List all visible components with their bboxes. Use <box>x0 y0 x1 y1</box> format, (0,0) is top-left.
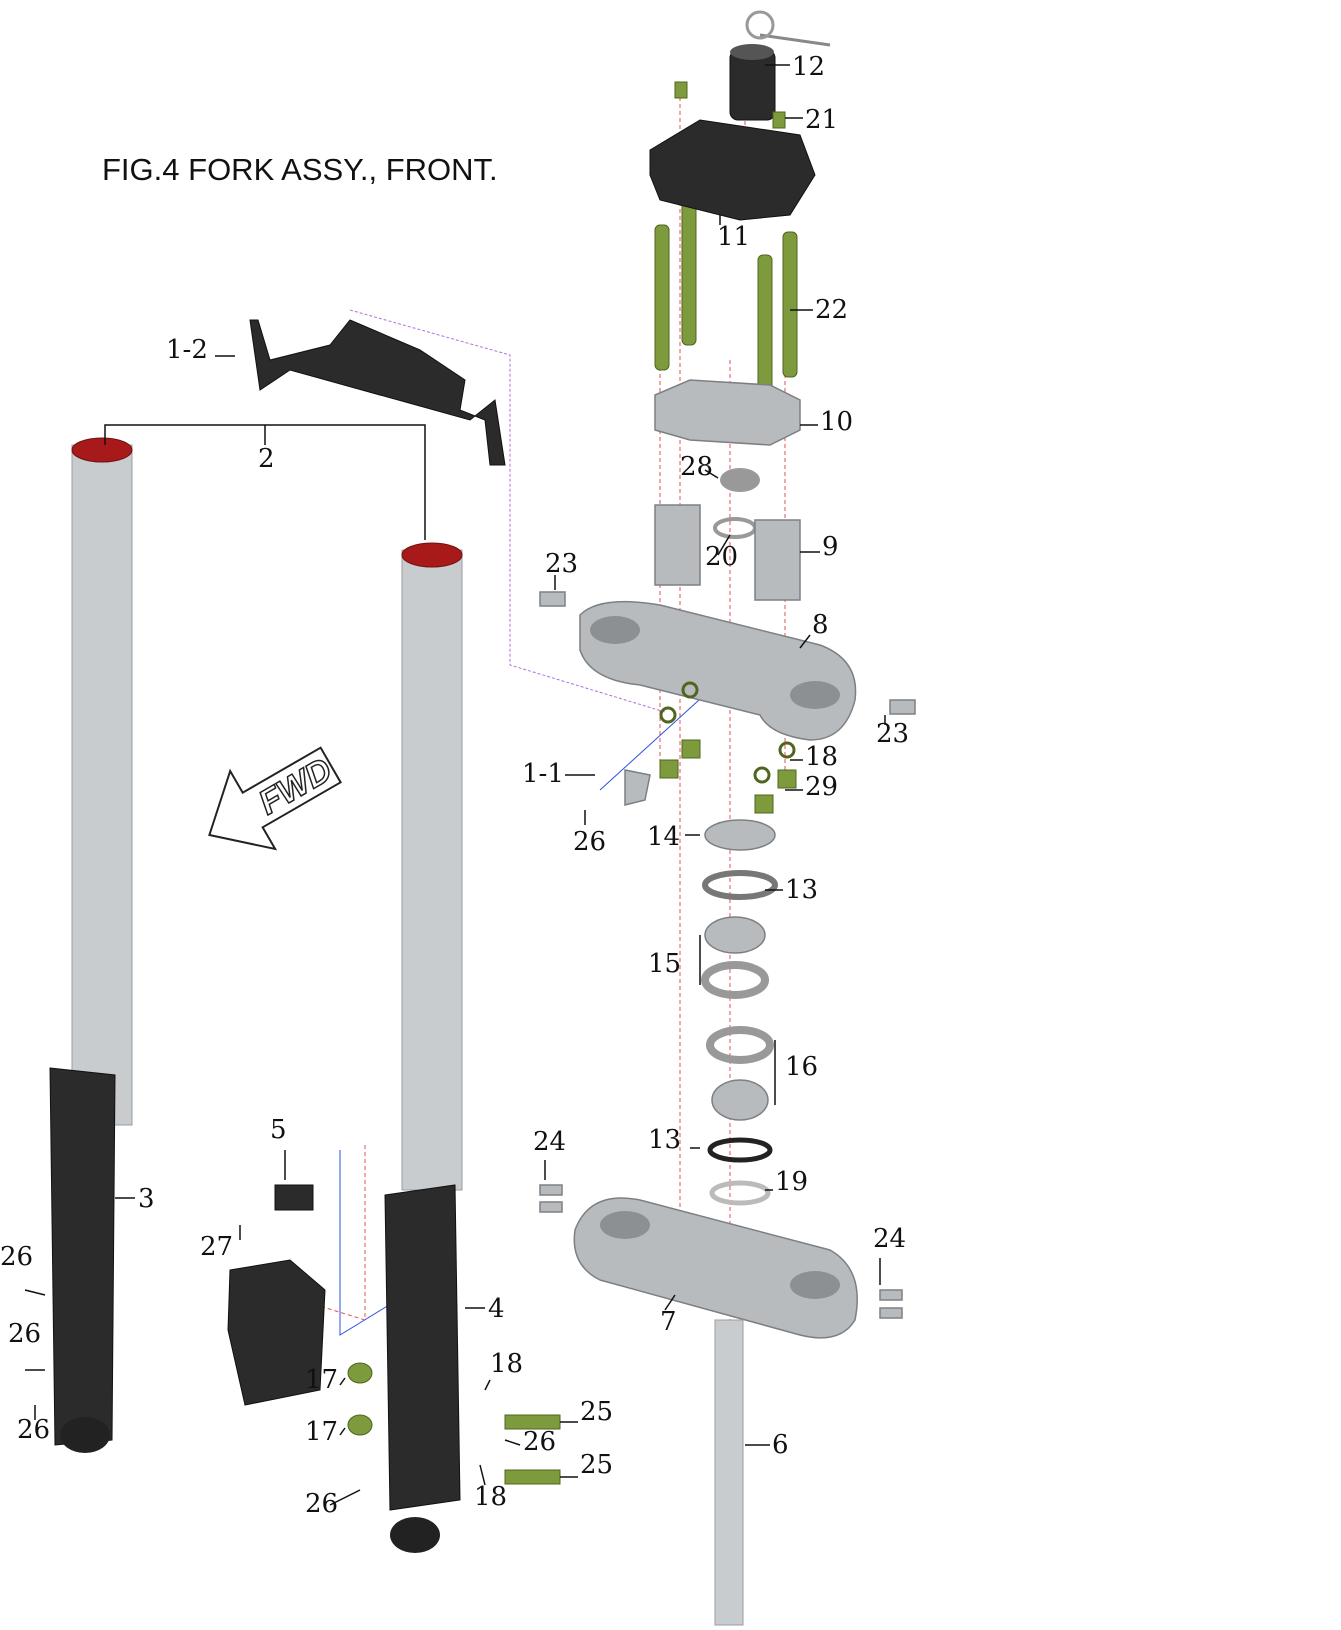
part-number-label: 20 <box>705 542 738 572</box>
part-number-label: 26 <box>0 1242 33 1272</box>
part-number-label: 26 <box>573 827 606 857</box>
part-number-label: 23 <box>876 719 909 749</box>
top-cover <box>649 119 816 221</box>
right-fork-leg <box>384 542 463 1553</box>
part-number-label: 17 <box>305 1365 338 1395</box>
leader-line <box>664 1294 676 1311</box>
part-number-label: 15 <box>648 949 681 979</box>
leader-line <box>799 634 811 649</box>
nuts <box>659 681 797 814</box>
washer-20 <box>713 517 757 539</box>
leader-line <box>504 1439 521 1446</box>
bolt-23b <box>889 699 916 715</box>
cap-28 <box>720 468 760 492</box>
part-number-label: 3 <box>138 1184 155 1214</box>
part-number-label: 18 <box>805 742 838 772</box>
part-number-label: 18 <box>490 1349 523 1379</box>
part-number-label: 9 <box>822 532 839 562</box>
part-number-label: 8 <box>812 610 829 640</box>
part-number-label: 22 <box>815 295 848 325</box>
leader-line <box>717 534 731 556</box>
part-number-label: 7 <box>660 1307 677 1337</box>
leader-line <box>479 1464 486 1486</box>
part-number-label: 24 <box>873 1224 906 1254</box>
part-number-label: 2 <box>258 444 275 474</box>
part-number-label: 26 <box>17 1415 50 1445</box>
holder-9b <box>754 519 801 601</box>
part-number-label: 1-1 <box>522 759 564 789</box>
part-number-label: 26 <box>305 1489 338 1519</box>
part-number-label: 13 <box>648 1125 681 1155</box>
leader-line <box>704 469 719 479</box>
part-number-label: 18 <box>474 1482 507 1512</box>
part-number-label: 11 <box>717 222 750 252</box>
part-number-label: 23 <box>545 549 578 579</box>
bracket-1-2 <box>249 319 506 466</box>
part-number-label: 27 <box>200 1232 233 1262</box>
figure-title: FIG.4 FORK ASSY., FRONT. <box>102 152 498 187</box>
upper-clamp <box>654 379 801 446</box>
holder-9a <box>654 504 701 586</box>
brake-caliper <box>227 1184 561 1485</box>
leader-line <box>329 1489 361 1506</box>
leader-line <box>339 1427 346 1436</box>
part-number-label: 26 <box>523 1427 556 1457</box>
leader-line <box>24 1289 46 1296</box>
part-number-label: 6 <box>772 1430 789 1460</box>
bracket-1-1 <box>624 769 651 806</box>
leader-line <box>484 1379 491 1391</box>
part-number-label: 21 <box>805 105 838 135</box>
part-number-label: 13 <box>785 875 818 905</box>
part-number-label: 5 <box>270 1115 287 1145</box>
ignition-key-switch <box>729 10 831 121</box>
part-number-label: 29 <box>805 772 838 802</box>
leader-line <box>339 1377 346 1386</box>
part-number-label: 16 <box>785 1052 818 1082</box>
bolt-23a <box>539 591 566 607</box>
part-number-label: 4 <box>488 1294 505 1324</box>
steering-stem <box>714 1319 744 1626</box>
part-number-label: 24 <box>533 1127 566 1157</box>
part-number-label: 12 <box>792 52 825 82</box>
part-number-label: 25 <box>580 1397 613 1427</box>
part-number-label: 25 <box>580 1450 613 1480</box>
bearings <box>701 819 778 1206</box>
part-number-label: 19 <box>775 1167 808 1197</box>
left-fork-leg <box>49 437 133 1453</box>
part-number-label: 17 <box>305 1417 338 1447</box>
part-number-label: 26 <box>8 1319 41 1349</box>
bolts <box>654 81 798 401</box>
upper-bracket <box>579 600 857 741</box>
forward-arrow: FWD <box>208 746 342 851</box>
part-number-label: 1-2 <box>166 335 208 365</box>
part-number-label: 14 <box>647 822 680 852</box>
part-number-label: 10 <box>820 407 853 437</box>
part-number-label: 28 <box>680 452 713 482</box>
